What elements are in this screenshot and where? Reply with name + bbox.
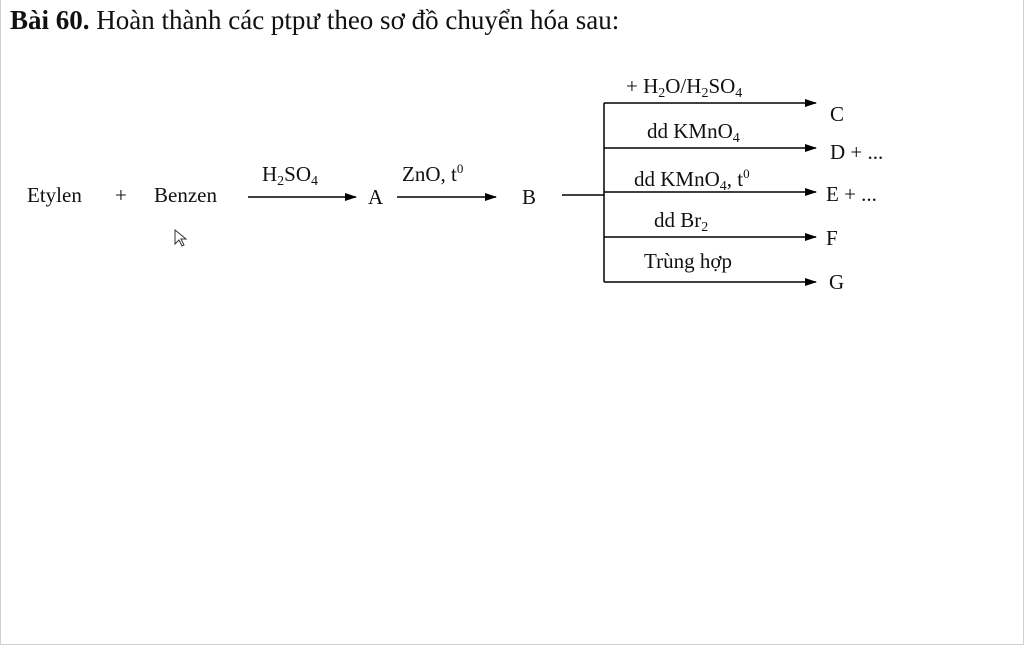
- reactant-benzen: Benzen: [154, 183, 217, 207]
- exercise-title: Bài 60. Hoàn thành các ptpư theo sơ đồ c…: [10, 5, 619, 36]
- product-a: A: [368, 185, 384, 209]
- branch-g-reagent: Trùng hợp: [644, 249, 732, 273]
- branch-f-reagent: dd Br2: [654, 208, 709, 235]
- exercise-number: Bài 60.: [10, 5, 90, 35]
- step1-reagent: H2SO4: [262, 162, 319, 189]
- product-e: E + ...: [826, 182, 877, 206]
- product-f: F: [826, 226, 838, 250]
- reactant-etylen: Etylen: [27, 183, 82, 207]
- product-b: B: [522, 185, 537, 209]
- product-c: C: [830, 102, 845, 126]
- exercise-instruction: Hoàn thành các ptpư theo sơ đồ chuyển hó…: [96, 5, 620, 35]
- product-g: G: [829, 270, 845, 294]
- branch-e-reagent: dd KMnO4, t0: [634, 166, 750, 194]
- plus-sign: +: [115, 183, 127, 207]
- mouse-cursor-icon: [174, 229, 188, 247]
- step2-reagent: ZnO, t0: [402, 161, 464, 186]
- branch-c-reagent: + H2O/H2SO4: [626, 74, 743, 101]
- branch-d-reagent: dd KMnO4: [647, 119, 740, 146]
- product-d: D + ...: [830, 140, 884, 164]
